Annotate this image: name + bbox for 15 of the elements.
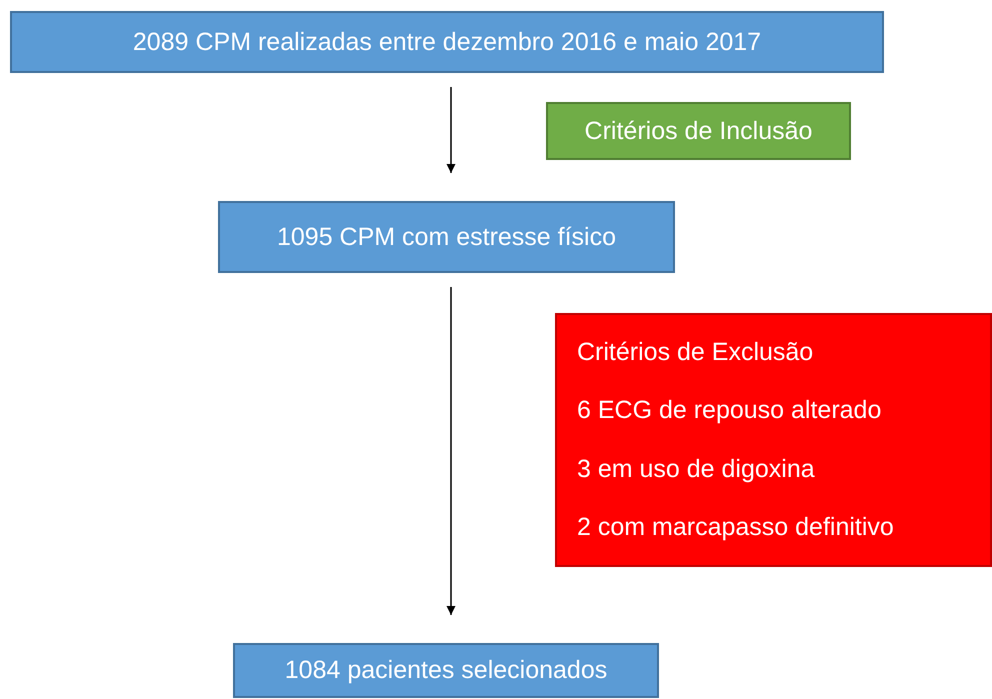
- box-label: 1095 CPM com estresse físico: [276, 222, 616, 252]
- process-box: [233, 643, 659, 698]
- criterion-text: 3 em uso de digoxina: [577, 454, 815, 484]
- process-box: [10, 11, 884, 73]
- box-label: Critérios de Exclusão: [577, 338, 814, 367]
- criteria-box: [546, 102, 851, 160]
- process-box: [218, 201, 675, 273]
- box-label: 2089 CPM realizadas entre dezembro 2016 e maio 2017: [132, 28, 762, 56]
- arrow: [446, 87, 456, 173]
- criteria-box: [555, 313, 992, 567]
- criterion-text: 2 com marcapasso definitivo: [577, 513, 894, 542]
- box-label: Critérios de Inclusão: [584, 116, 812, 146]
- criterion-text: 6 ECG de repouso alterado: [577, 396, 882, 426]
- arrow: [446, 287, 456, 615]
- box-label: 1084 pacientes selecionados: [284, 656, 608, 685]
